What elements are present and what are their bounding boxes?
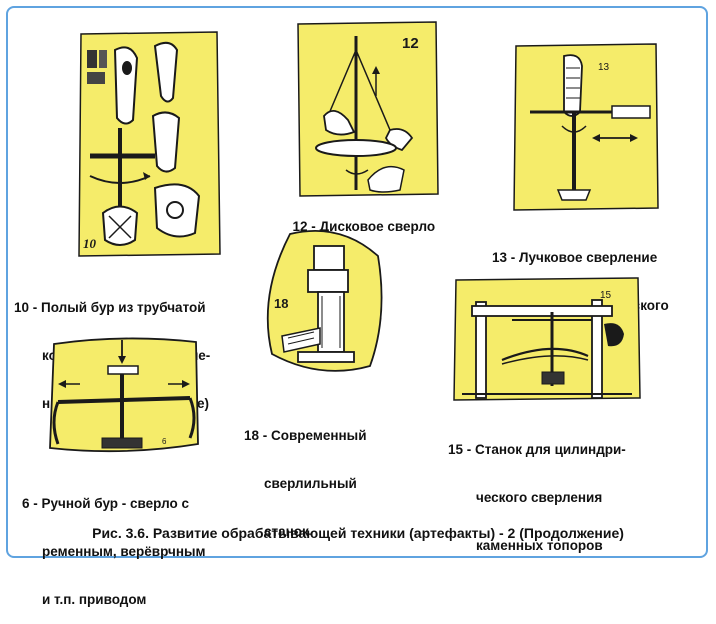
- bone-fragment-icon: [87, 50, 97, 68]
- panel-hand-drill: 6: [44, 334, 202, 456]
- motor-head-icon: [313, 245, 345, 271]
- panel-disc-drill: 12: [294, 20, 440, 198]
- panel-hollow-bone-drill: 10: [75, 28, 223, 260]
- caption-hand-drill: 6 - Ручной бур - сверло с ременным, верё…: [22, 496, 206, 607]
- handle-icon: [563, 54, 583, 117]
- panel-bow-drilling: 13: [512, 42, 660, 212]
- panel-modern-drill-press: 18: [260, 226, 386, 376]
- bone-tube-icon: [113, 46, 139, 125]
- caption-modern-drill-press: 18 - Современный сверлильный станок: [244, 428, 367, 539]
- weight-icon: [101, 205, 139, 246]
- panel-number: 18: [274, 296, 288, 311]
- panel-number: 15: [600, 290, 612, 301]
- bone-fragment-icon: [99, 50, 107, 68]
- panel-number: 10: [83, 236, 97, 251]
- disc-icon: [315, 139, 397, 157]
- stone-weight-icon: [604, 323, 624, 347]
- stone-disk-icon: [153, 183, 201, 238]
- caption-stone-axe-drill-machine: 15 - Станок для цилиндри- ческого сверле…: [448, 442, 626, 553]
- panel-number: 13: [598, 62, 610, 73]
- panel-stone-axe-drill-machine: 15: [452, 276, 642, 402]
- figure-caption: Рис. 3.6. Развитие обрабатывающей техник…: [92, 525, 624, 541]
- panel-number: 12: [402, 35, 419, 52]
- caption-disc-drill: 12 - Дисковое сверло: [292, 219, 436, 234]
- hand-icon: [323, 110, 356, 136]
- panel-number: 6: [162, 437, 167, 446]
